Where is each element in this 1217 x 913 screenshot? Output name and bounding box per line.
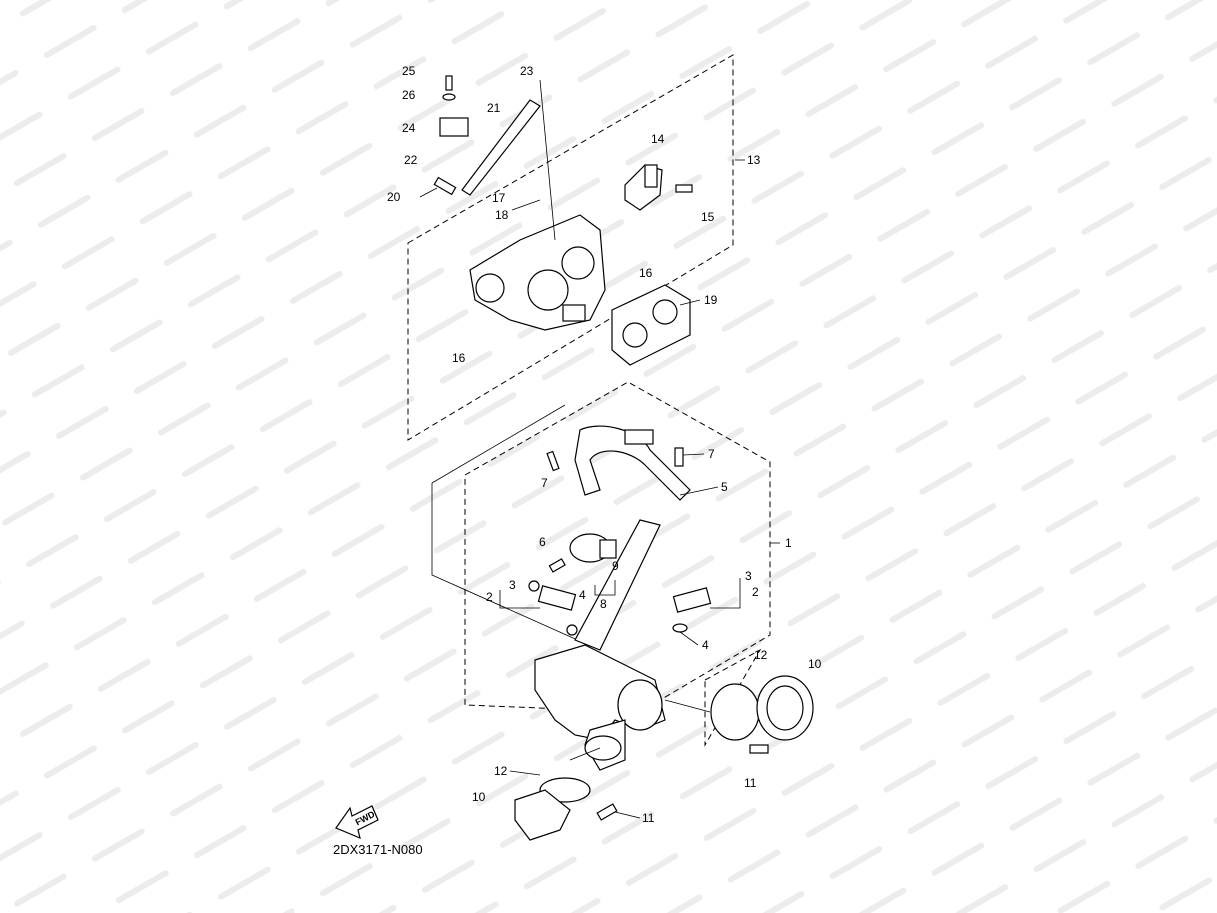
callout: 11 [642,811,655,825]
callout: 7 [708,447,715,461]
callout: 16 [639,266,653,280]
hose [461,99,541,196]
callout: 10 [472,790,486,804]
callout: 24 [402,121,416,135]
bolts [433,75,769,821]
assembly-box-inlet [704,648,762,747]
throttle-sensor [624,164,663,211]
callout: 8 [600,597,607,611]
callout: 1 [785,536,792,550]
callout: 6 [539,535,546,549]
callout: 14 [651,132,665,146]
assembly-box-13 [407,54,734,441]
callout: 12 [754,648,768,662]
callout: 22 [404,153,418,167]
callout: 16 [452,351,466,365]
callout: 4 [579,588,586,602]
callout: 18 [495,208,509,222]
fwd-arrow-icon: FWD [335,805,379,840]
callout-labels: 25 26 24 22 20 21 23 17 18 14 15 13 16 1… [387,64,822,825]
callout: 2 [486,590,493,604]
callout: 17 [492,191,506,205]
intake-manifold [534,519,666,771]
callout: 20 [387,190,401,204]
callout: 12 [494,764,508,778]
leader-lines [419,79,741,819]
callout: 23 [520,64,534,78]
gasket [611,284,691,366]
callout: 13 [747,153,761,167]
callout: 25 [402,64,416,78]
fuel-rail [574,425,691,501]
callout: 15 [701,210,715,224]
throttle-body [469,214,606,331]
diagram-code: 2DX3171-N080 [333,842,423,857]
injectors [528,580,712,636]
callout: 7 [541,476,548,490]
callout: 3 [745,569,752,583]
callout: 10 [808,657,822,671]
callout: 3 [509,578,516,592]
callout: 4 [702,638,709,652]
idle-valve [569,533,617,563]
callout: 26 [402,88,416,102]
callout: 2 [752,585,759,599]
callout: 5 [721,480,728,494]
callout: 19 [704,293,718,307]
assembly-box-1 [464,381,771,713]
sensor-24 [439,117,469,137]
callout: 9 [612,559,619,573]
callout: 21 [487,101,501,115]
callout: 11 [744,776,757,790]
clamps-joints [514,675,814,841]
